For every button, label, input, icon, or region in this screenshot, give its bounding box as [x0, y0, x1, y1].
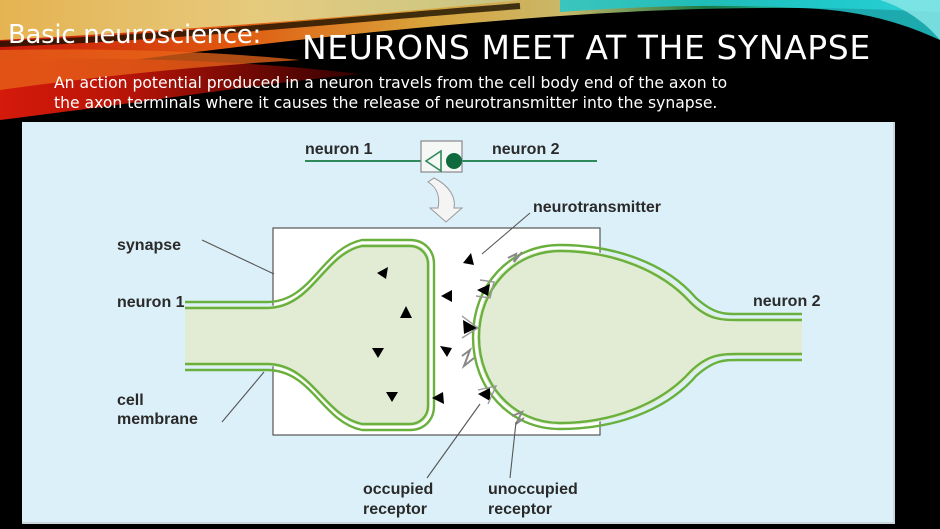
curved-down-arrow-icon	[427, 177, 464, 223]
receptors	[461, 251, 525, 425]
synapse-diagram-panel: neuron 1 neuron 2	[22, 122, 895, 524]
unoccupied-receptor-icon	[511, 410, 525, 425]
occupied-receptor-icon	[477, 284, 490, 296]
label-neurotransmitter: neurotransmitter	[533, 199, 661, 216]
body-line-2: the axon terminals where it causes the r…	[54, 94, 718, 112]
neurotransmitter-icon	[441, 290, 452, 302]
neuron1-terminal	[185, 238, 436, 432]
neurotransmitter-icon	[372, 348, 384, 358]
body-line-1: An action potential produced in a neuron…	[54, 74, 728, 92]
label-unoccupied-receptor: receptor	[488, 501, 552, 518]
occupied-receptor-icon	[463, 320, 477, 334]
label-neuron1: neuron 1	[117, 294, 185, 311]
synapse-triangle-icon	[424, 149, 442, 173]
label-occupied-receptor: receptor	[363, 501, 427, 518]
label-membrane: membrane	[117, 411, 198, 428]
slide-subtitle-prefix: Basic neuroscience:	[8, 20, 261, 50]
label-neuron2: neuron 2	[753, 293, 821, 310]
slide-body-text: An action potential produced in a neuron…	[54, 73, 727, 113]
neurotransmitter-icon	[440, 346, 452, 357]
leader-lines	[201, 212, 531, 479]
label-occupied: occupied	[363, 481, 433, 498]
neurotransmitter-icon	[432, 392, 444, 404]
schematic: neuron 1 neuron 2	[305, 140, 597, 223]
neurotransmitter-icon	[400, 306, 412, 318]
label-cell: cell	[117, 392, 144, 409]
neurotransmitter-icon	[386, 392, 398, 402]
schematic-label-neuron1: neuron 1	[305, 141, 373, 158]
slide-title: NEURONS MEET AT THE SYNAPSE	[302, 28, 871, 67]
unoccupied-receptor-icon	[461, 347, 475, 370]
neuron2-dendrite	[471, 243, 802, 431]
neurotransmitter-icon	[377, 267, 388, 279]
schematic-label-neuron2: neuron 2	[492, 141, 560, 158]
unoccupied-receptor-icon	[507, 251, 523, 263]
neurotransmitter-molecules	[372, 253, 474, 404]
synapse-diagram: neuron 1 neuron 2	[117, 140, 821, 518]
label-unoccupied: unoccupied	[488, 481, 578, 498]
neurotransmitter-icon	[463, 253, 474, 265]
filled-circle-icon	[446, 153, 462, 169]
occupied-receptor-icon	[478, 388, 490, 401]
label-synapse: synapse	[117, 237, 181, 254]
